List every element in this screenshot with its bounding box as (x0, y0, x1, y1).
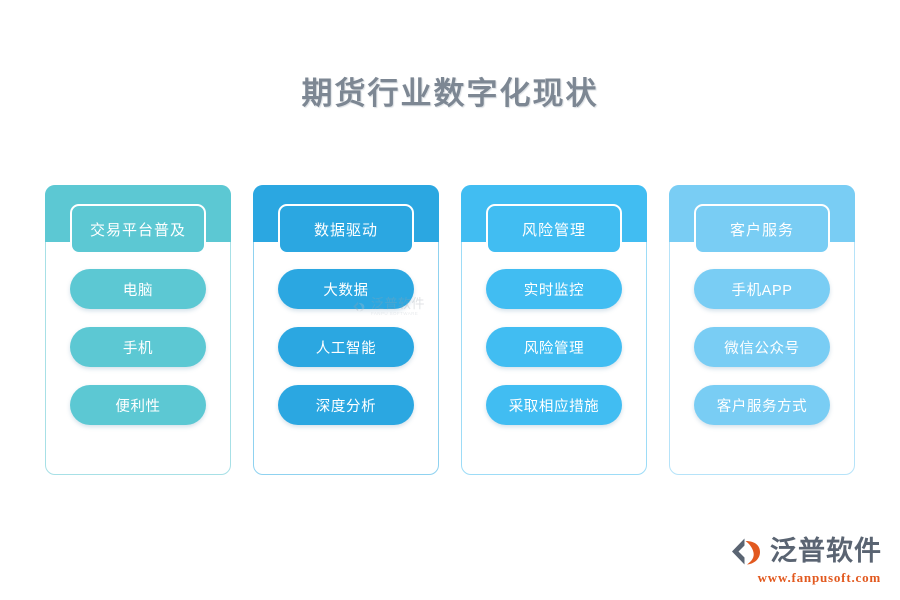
brand-row: 泛普软件 (730, 534, 882, 568)
list-item[interactable]: 深度分析 (278, 385, 414, 425)
pill-list-4: 手机APP 微信公众号 客户服务方式 (670, 269, 854, 425)
fanpu-logo-icon (730, 534, 764, 568)
list-item[interactable]: 微信公众号 (694, 327, 830, 367)
column-trading-platform: 交易平台普及 电脑 手机 便利性 (45, 185, 231, 475)
list-item[interactable]: 手机 (70, 327, 206, 367)
list-item[interactable]: 人工智能 (278, 327, 414, 367)
brand-url: www.fanpusoft.com (757, 570, 881, 585)
column-header-3[interactable]: 风险管理 (486, 204, 622, 254)
brand-logo: 泛普软件 www.fanpusoft.com (730, 534, 882, 586)
column-customer-service: 客户服务 手机APP 微信公众号 客户服务方式 (669, 185, 855, 475)
column-header-2[interactable]: 数据驱动 (278, 204, 414, 254)
list-item[interactable]: 大数据 (278, 269, 414, 309)
list-item[interactable]: 电脑 (70, 269, 206, 309)
brand-name: 泛普软件 (770, 535, 882, 566)
list-item[interactable]: 采取相应措施 (486, 385, 622, 425)
list-item[interactable]: 便利性 (70, 385, 206, 425)
column-header-1[interactable]: 交易平台普及 (70, 204, 206, 254)
pill-list-2: 大数据 人工智能 深度分析 (254, 269, 438, 425)
columns-board: 交易平台普及 电脑 手机 便利性 数据驱动 大数据 人工智能 深度分析 风险管理… (45, 185, 855, 475)
pill-list-1: 电脑 手机 便利性 (46, 269, 230, 425)
list-item[interactable]: 风险管理 (486, 327, 622, 367)
pill-list-3: 实时监控 风险管理 采取相应措施 (462, 269, 646, 425)
list-item[interactable]: 手机APP (694, 269, 830, 309)
column-risk-management: 风险管理 实时监控 风险管理 采取相应措施 (461, 185, 647, 475)
list-item[interactable]: 客户服务方式 (694, 385, 830, 425)
column-header-4[interactable]: 客户服务 (694, 204, 830, 254)
column-data-driven: 数据驱动 大数据 人工智能 深度分析 (253, 185, 439, 475)
list-item[interactable]: 实时监控 (486, 269, 622, 309)
page-title: 期货行业数字化现状 (301, 76, 599, 111)
